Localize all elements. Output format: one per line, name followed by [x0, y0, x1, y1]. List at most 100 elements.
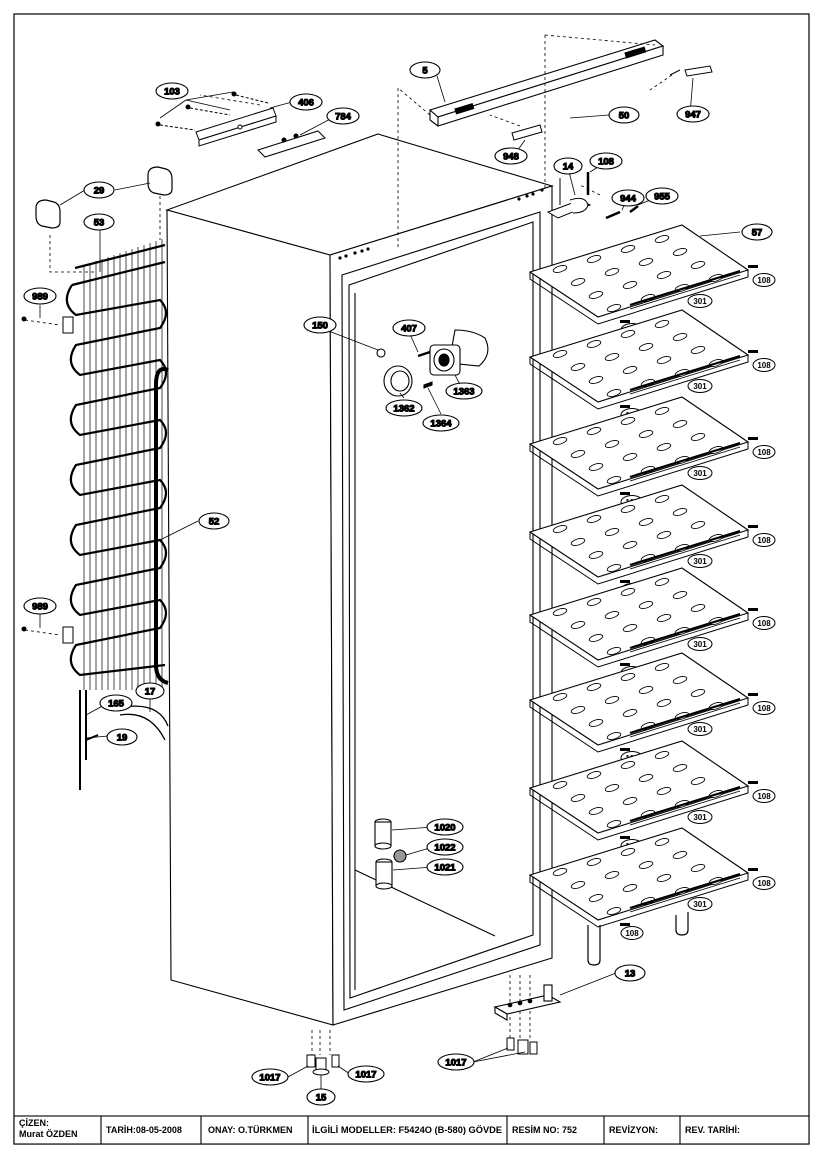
shelf-slot	[606, 304, 622, 312]
label-1364-text: 1364	[430, 419, 452, 430]
shelf-label-bubble	[752, 273, 776, 287]
label-13-text: 13	[625, 969, 636, 980]
label-108-top-text: 108	[598, 157, 614, 168]
label-1017-b: 1017	[347, 1065, 385, 1083]
shelf-label-bubble	[687, 897, 713, 911]
shelf-slot	[672, 508, 688, 516]
shelf-rail	[629, 441, 741, 479]
shelf-slot	[638, 774, 654, 782]
shelf-slot	[672, 851, 688, 859]
shelf-slot	[604, 611, 620, 619]
label-784: 784	[326, 107, 360, 125]
label-13: 13	[614, 964, 646, 982]
shelf-slot	[570, 881, 586, 889]
label-29-text: 29	[94, 186, 105, 197]
label-1017-a-text: 1017	[259, 1073, 280, 1084]
label-1363-text: 1363	[453, 387, 474, 398]
label-1017-c: 1017	[437, 1053, 475, 1071]
shelf-label-text: 108	[757, 792, 771, 801]
shelf-slot	[604, 268, 620, 276]
drawing-number: RESİM NO: 752	[512, 1125, 577, 1135]
shelf-slot	[552, 350, 568, 358]
shelf-label-text: 108	[757, 536, 771, 545]
label-14-text: 14	[563, 162, 574, 173]
shelf-slot	[586, 340, 602, 348]
shelf-slot	[606, 389, 622, 397]
shelf-wire-hook	[675, 912, 689, 936]
revision-date: REV. TARİHİ:	[685, 1125, 740, 1135]
label-17-text: 17	[145, 687, 156, 698]
shelf-screw	[620, 492, 630, 495]
shelf-slot	[586, 771, 602, 779]
shelf-slot	[606, 907, 622, 915]
label-53-text: 53	[94, 218, 105, 229]
label-165: 165	[99, 694, 133, 712]
shelf-slot	[654, 407, 670, 415]
shelf-slot	[570, 794, 586, 802]
shelf-slot	[604, 784, 620, 792]
small-parts-top	[511, 65, 713, 141]
shelf-screw	[748, 693, 758, 696]
shelf-label-text: 301	[693, 382, 707, 391]
shelf-rail-edge	[629, 274, 741, 310]
label-989-a: 989	[23, 287, 57, 305]
shelf-wire-hook	[587, 925, 601, 966]
shelf-slot	[620, 848, 636, 856]
shelf-label-bubble	[620, 926, 644, 940]
shelf-slot	[656, 356, 672, 364]
shelf-slot	[606, 732, 622, 740]
shelf-slot	[588, 376, 604, 384]
shelf-screw	[620, 580, 630, 583]
shelf-slot	[654, 235, 670, 243]
label-1363: 1363	[445, 382, 483, 400]
shelf-slot	[588, 634, 604, 642]
shelf-slot	[620, 761, 636, 769]
shelf-screw	[620, 836, 630, 839]
shelf-slot	[570, 363, 586, 371]
shelf-rail	[629, 354, 741, 392]
shelf-slot	[690, 604, 706, 612]
shelf-edge	[529, 613, 749, 668]
label-955: 955	[645, 187, 679, 205]
shelf-label-bubble	[687, 722, 713, 736]
shelf-edge	[529, 698, 749, 753]
shelf-slot	[570, 278, 586, 286]
shelf-slot	[620, 673, 636, 681]
shelf-slot	[690, 864, 706, 872]
shelf-rail-edge	[629, 446, 741, 482]
shelf-label-text: 301	[693, 557, 707, 566]
label-15-text: 15	[316, 1093, 327, 1104]
shelf-slot	[586, 683, 602, 691]
shelf-slot	[606, 647, 622, 655]
shelf-label-bubble	[752, 445, 776, 459]
feet-screws	[306, 1037, 538, 1076]
label-50-text: 50	[619, 111, 630, 122]
label-19: 19	[106, 728, 138, 746]
shelf-label-bubble	[752, 701, 776, 715]
label-947: 947	[676, 105, 710, 123]
shelf-label-bubble	[752, 358, 776, 372]
label-15: 15	[306, 1088, 336, 1106]
shelf-slot	[672, 591, 688, 599]
drawn-by-name: Murat ÖZDEN	[19, 1129, 78, 1139]
shelf-rail	[629, 785, 741, 823]
bottom-hinge	[493, 984, 562, 1021]
shelf-slot	[586, 255, 602, 263]
shelf-slot	[620, 505, 636, 513]
shelf-slot	[690, 689, 706, 697]
shelf-label-text: 301	[693, 900, 707, 909]
label-50: 50	[608, 106, 640, 124]
shelf-slot	[604, 871, 620, 879]
shelf-slot	[604, 353, 620, 361]
label-944-text: 944	[620, 194, 637, 205]
label-948: 948	[494, 147, 528, 165]
shelf-slot	[588, 291, 604, 299]
shelf-slot	[570, 621, 586, 629]
shelf-slot	[622, 453, 638, 461]
shelf-slot	[672, 420, 688, 428]
label-165-text: 165	[108, 699, 125, 710]
shelf-slot	[654, 578, 670, 586]
shelf-slot	[606, 820, 622, 828]
